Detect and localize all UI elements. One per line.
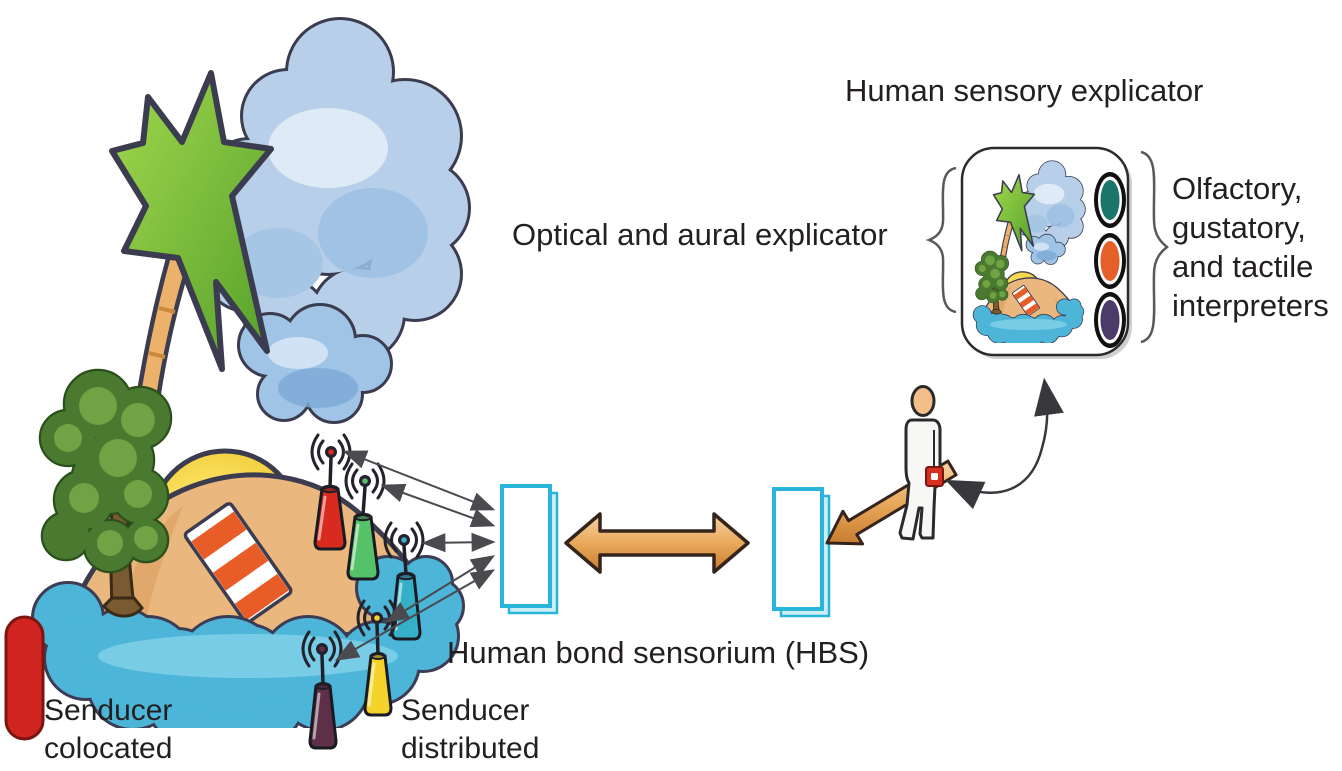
explicator-box: [960, 146, 1132, 359]
interpreter-dot-tactile: [1094, 292, 1126, 348]
hbs-left-box: [500, 484, 559, 615]
interpreter-dot-olfactory: [1094, 172, 1126, 228]
label-interpreters: Olfactory, gustatory, and tactile interp…: [1172, 171, 1329, 323]
wearable-device-dot: [931, 473, 938, 480]
antenna-link-arrow: [334, 569, 496, 661]
wireless-signal-icon: [301, 630, 343, 668]
label-senducer-colocated: Senducer colocated: [44, 694, 173, 765]
interpreter-dot-gustatory: [1094, 233, 1126, 289]
label-optical-aural-explicator: Optical and aural explicator: [512, 217, 888, 252]
senducer-antenna-red: [310, 433, 352, 551]
human-figure: [898, 385, 944, 541]
antenna-link-arrow: [421, 532, 496, 553]
senducer-colocated-capsule: [4, 615, 45, 741]
wireless-signal-icon: [383, 521, 425, 559]
brace-left: [925, 166, 957, 314]
antenna-hbs-links: [334, 450, 496, 661]
senducer-antenna-purple: [301, 630, 343, 750]
wireless-signal-icon: [310, 433, 352, 471]
label-hbs: Human bond sensorium (HBS): [447, 635, 870, 670]
antenna-link-arrow: [380, 483, 496, 528]
hbs-bidirectional-arrow: [564, 512, 750, 574]
feedback-arrow: [945, 377, 1064, 510]
human-head: [910, 385, 936, 417]
label-senducer-distributed: Senducer distributed: [401, 694, 540, 765]
title-human-sensory-explicator: Human sensory explicator: [845, 73, 1204, 108]
brace-right: [1140, 150, 1170, 344]
human-body: [898, 418, 942, 541]
hbs-right-box: [772, 487, 831, 618]
